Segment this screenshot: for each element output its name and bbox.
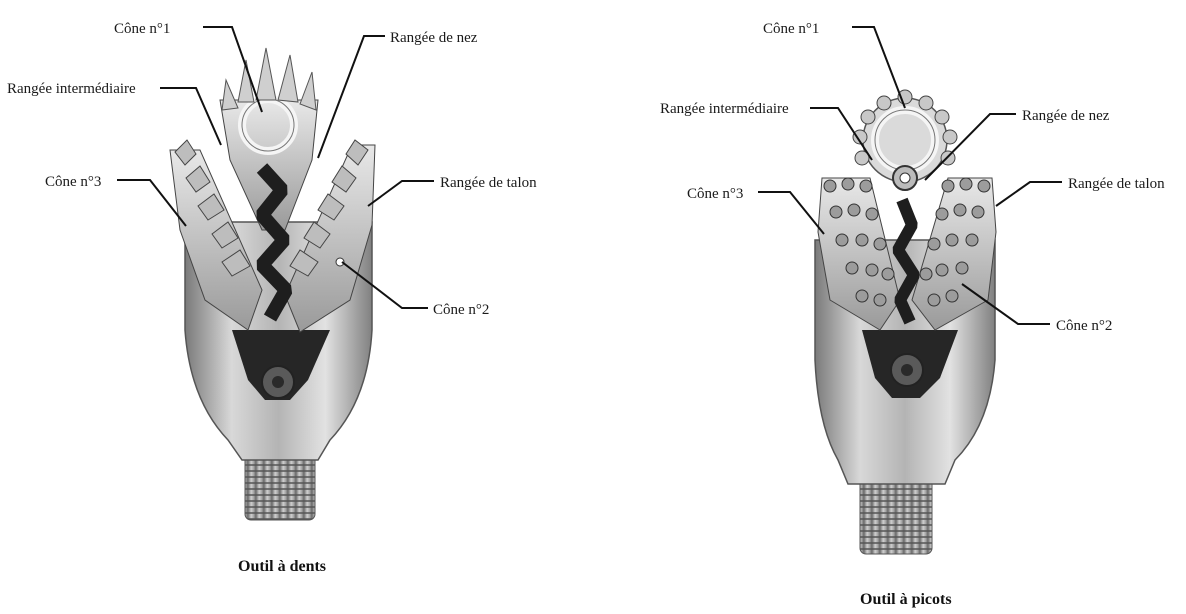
pin-thread xyxy=(860,478,932,554)
label-nose-row: Rangée de nez xyxy=(390,30,478,46)
label-nose-row: Rangée de nez xyxy=(1022,108,1110,124)
label-heel-row: Rangée de talon xyxy=(1068,176,1165,192)
caption-insert-bit: Outil à picots xyxy=(860,591,952,608)
caption-tooth-bit: Outil à dents xyxy=(238,558,326,575)
label-cone-3: Cône n°3 xyxy=(45,174,101,190)
label-cone-1: Cône n°1 xyxy=(763,21,819,37)
label-middle-row: Rangée intermédiaire xyxy=(7,81,136,97)
milled-tooth-bit xyxy=(170,48,375,520)
label-middle-row: Rangée intermédiaire xyxy=(660,101,789,117)
leader-heel-row xyxy=(996,182,1062,206)
leader-nose-row xyxy=(318,36,385,158)
insert-bit xyxy=(815,90,996,554)
leader-cone-1 xyxy=(852,27,905,108)
label-heel-row: Rangée de talon xyxy=(440,175,537,191)
label-cone-1: Cône n°1 xyxy=(114,21,170,37)
label-cone-2: Cône n°2 xyxy=(1056,318,1112,334)
leader-heel-row xyxy=(368,181,434,206)
cone-1 xyxy=(863,98,947,190)
leader-cone-3 xyxy=(758,192,824,234)
leader-middle-row xyxy=(160,88,221,145)
label-cone-2: Cône n°2 xyxy=(433,302,489,318)
label-cone-3: Cône n°3 xyxy=(687,186,743,202)
